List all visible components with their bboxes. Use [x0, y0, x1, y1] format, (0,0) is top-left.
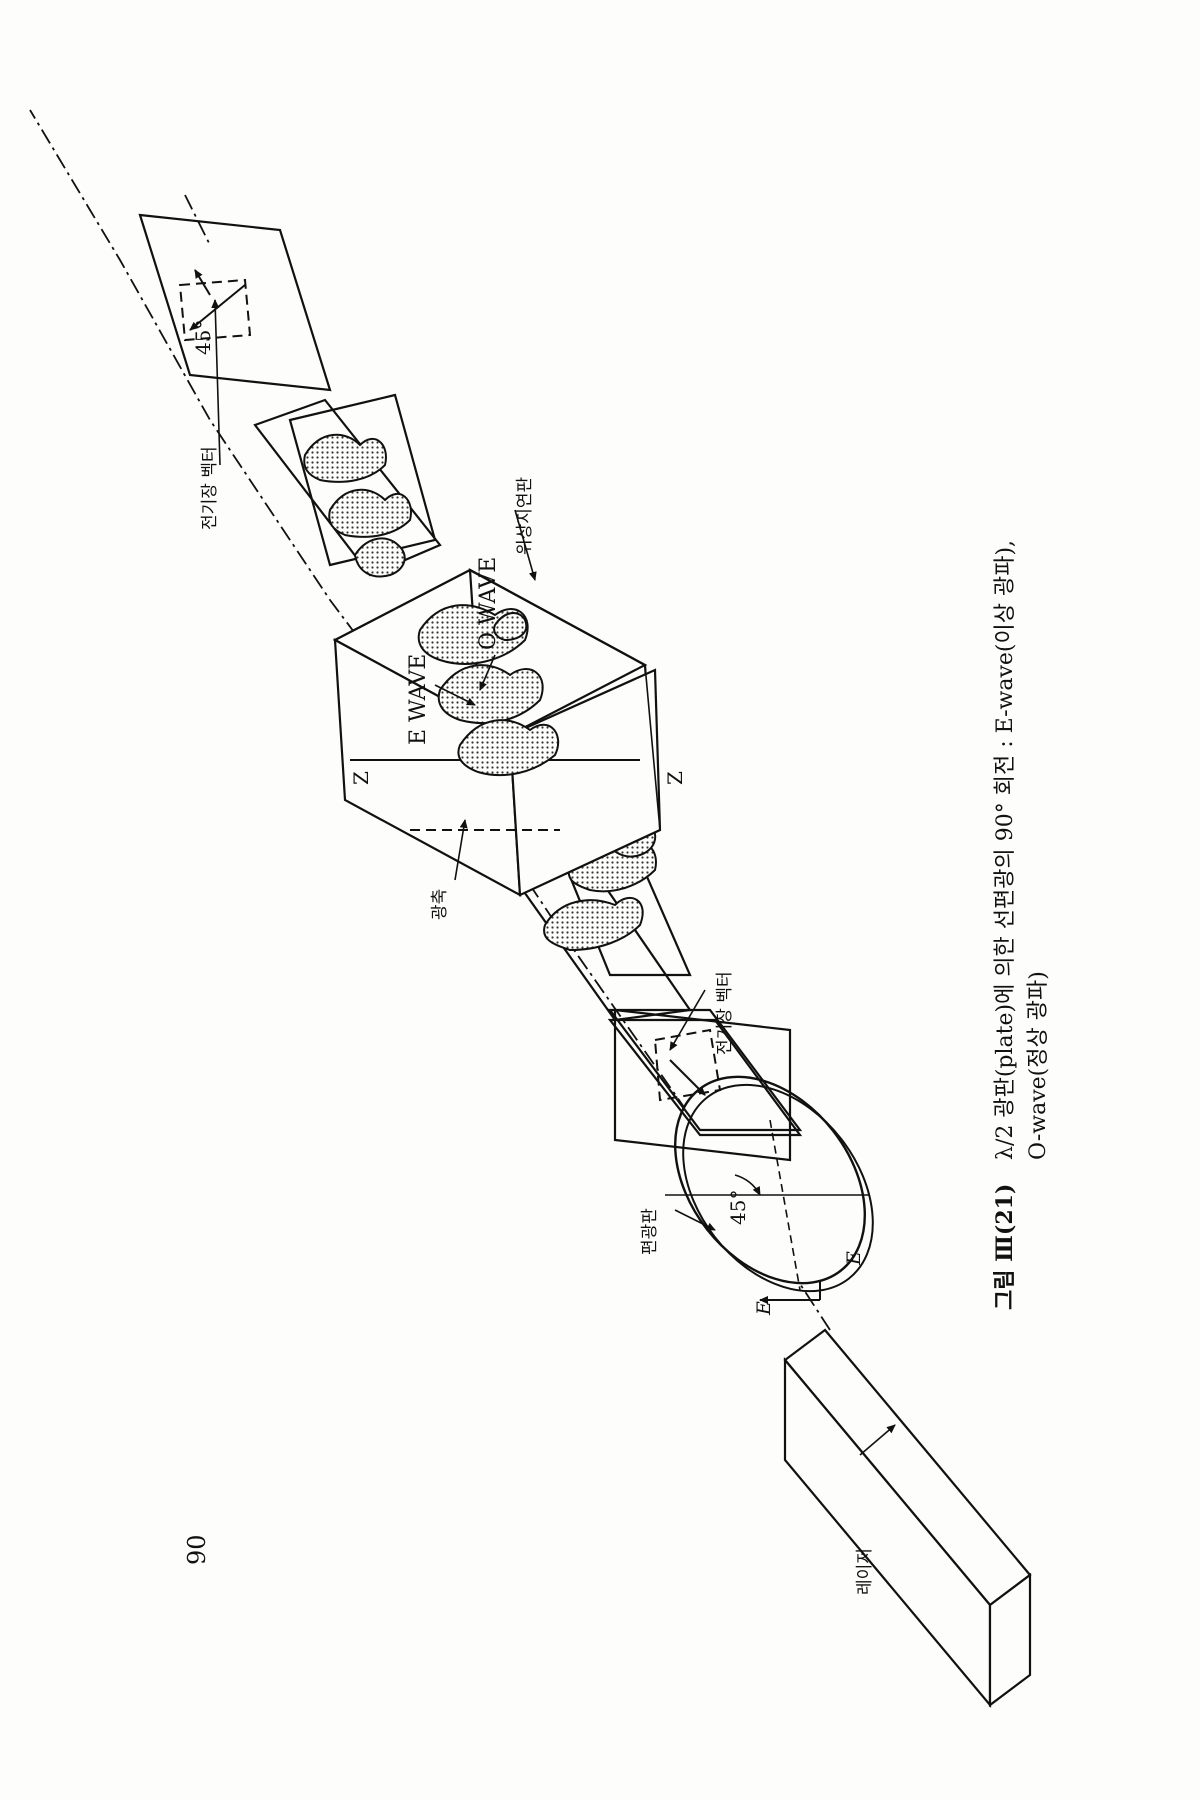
o-wave-leader — [479, 654, 496, 691]
field-vector-label-1: 전기장 벡터 — [715, 971, 735, 1055]
polarizer-label: 편광판 — [640, 1208, 660, 1255]
figure-label: 그림 Ⅲ(21) — [992, 1184, 1018, 1310]
retarder-leader — [514, 509, 537, 581]
z-top-label: Z — [349, 771, 373, 785]
input-field-vector — [653, 1028, 722, 1102]
crystal-waves — [417, 604, 560, 777]
field-vector-leader-2 — [211, 299, 221, 466]
optical-axis-line — [29, 109, 831, 1331]
o-wave-label: O WAVE — [476, 557, 501, 650]
polarizer-angle-label: 45° — [726, 1190, 750, 1225]
caption-line-2: O-wave(정상 광파) — [1026, 971, 1051, 1160]
polarizer-leader — [674, 1209, 716, 1231]
output-wave-planes — [253, 393, 442, 578]
output-angle-label: 45° — [191, 320, 215, 355]
e-wave-label: E WAVE — [406, 654, 431, 745]
optic-axis-label: 광축 — [430, 889, 450, 920]
field-vector-leader-1 — [669, 989, 706, 1051]
input-plane — [607, 1008, 803, 1137]
caption-line-1: λ/2 광판(plate)에 의한 선편광의 90° 회전 : E-wave(이… — [993, 540, 1018, 1160]
field-vector-label-2: 전기장 벡터 — [200, 446, 220, 530]
retarder-label: 위상지연판 — [515, 476, 535, 555]
optic-axis-leader — [454, 819, 468, 881]
output-plane — [138, 213, 332, 392]
e-wave-leader — [434, 684, 476, 706]
laser-box — [783, 1328, 1032, 1709]
laser-label: 레이저 — [855, 1548, 875, 1595]
z-bottom-label: Z — [663, 771, 687, 785]
input-field-plane — [613, 1008, 792, 1162]
e-vector-label-2: E — [843, 1251, 865, 1266]
page-number: 90 — [183, 1534, 211, 1565]
e-vector-label-1: E — [753, 1301, 775, 1316]
laser-leader — [859, 1424, 896, 1456]
optical-axis-tail — [184, 194, 211, 246]
